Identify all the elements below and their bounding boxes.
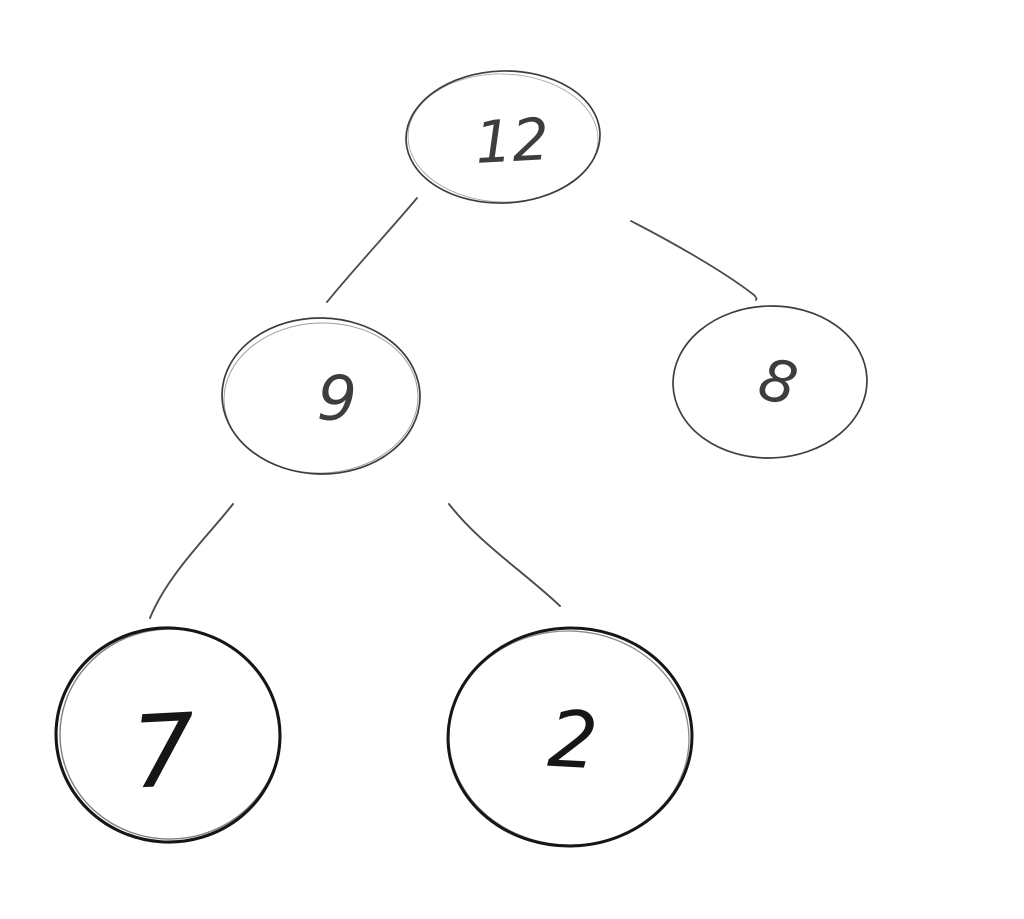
node-root-ellipse-overstroke — [407, 73, 599, 203]
node-leftright-circle — [446, 626, 694, 848]
tree-node-labels-thin: 12 9 8 — [316, 105, 804, 436]
tree-edges — [149, 197, 758, 619]
tree-node-labels-bold: 7 2 — [129, 691, 601, 811]
node-leftleft-label: 7 — [129, 691, 199, 811]
node-leftright-label: 2 — [546, 695, 600, 787]
node-left-ellipse — [221, 317, 421, 475]
node-left-ellipse-overstroke — [223, 322, 419, 474]
node-root-label: 12 — [473, 105, 550, 177]
tree-node-outlines-bold — [54, 626, 694, 848]
edge-root-to-right — [630, 220, 758, 301]
node-right-label: 8 — [752, 345, 803, 420]
node-leftleft-circle-overstroke — [59, 628, 281, 840]
node-left-label: 9 — [316, 361, 358, 435]
edge-left-to-leftleft — [149, 503, 234, 619]
edge-root-to-left — [326, 197, 418, 303]
edge-left-to-leftright — [448, 503, 561, 607]
node-leftright-circle-overstroke — [448, 630, 690, 846]
node-root-ellipse — [405, 70, 601, 204]
node-right-ellipse — [672, 305, 868, 459]
tree-node-outlines-thin — [221, 70, 868, 475]
